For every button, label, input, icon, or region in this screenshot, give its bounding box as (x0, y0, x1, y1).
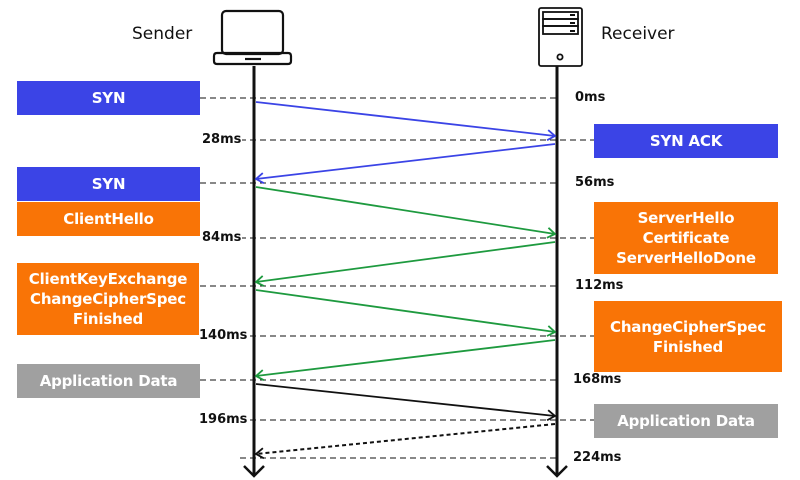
time-label-0: 0ms (574, 90, 607, 105)
arrowhead-icon (254, 172, 265, 184)
message-syn: SYN (17, 81, 200, 115)
arrow-28-56 (255, 143, 556, 180)
laptop-icon (212, 9, 293, 66)
arrowhead-icon (546, 409, 557, 422)
arrowhead-icon (254, 447, 265, 460)
time-label-168: 168ms (572, 372, 623, 387)
arrow-112-140 (255, 289, 556, 333)
arrow-168-196 (255, 383, 556, 417)
time-label-140: 140ms (198, 328, 249, 343)
time-label-196: 196ms (198, 412, 249, 427)
arrow-84-112 (255, 241, 556, 283)
message-server-change-cipher: ChangeCipherSpec Finished (594, 301, 782, 372)
sender-lifeline-arrowhead-icon (243, 465, 265, 478)
arrow-140-168 (255, 339, 556, 377)
arrowhead-icon (254, 369, 265, 381)
message-app-data-receiver: Application Data (594, 404, 778, 438)
time-label-112: 112ms (574, 278, 625, 293)
arrowhead-icon (546, 325, 557, 337)
message-syn-2: SYN (17, 167, 200, 201)
message-syn-ack: SYN ACK (594, 124, 778, 158)
sender-label: Sender (132, 24, 193, 44)
message-client-hello: ClientHello (17, 202, 200, 236)
arrow-196-224 (255, 423, 556, 455)
message-app-data-sender: Application Data (17, 364, 200, 398)
time-label-224: 224ms (572, 450, 623, 465)
arrow-0-28 (255, 101, 556, 137)
time-label-56: 56ms (574, 175, 616, 190)
time-label-84: 84ms (201, 230, 243, 245)
lifelines (243, 66, 568, 478)
time-label-28: 28ms (201, 132, 243, 147)
time-gridlines (200, 97, 600, 459)
arrow-56-84 (255, 186, 556, 235)
server-icon (538, 7, 583, 67)
arrowhead-icon (546, 129, 557, 142)
receiver-lifeline-arrowhead-icon (546, 465, 568, 478)
receiver-label: Receiver (601, 24, 675, 44)
message-arrows (254, 101, 557, 460)
arrowhead-icon (546, 227, 557, 239)
arrowhead-icon (254, 275, 265, 287)
message-server-hello: ServerHello Certificate ServerHelloDone (594, 202, 778, 274)
message-client-key-exchange: ClientKeyExchange ChangeCipherSpec Finis… (17, 263, 199, 335)
